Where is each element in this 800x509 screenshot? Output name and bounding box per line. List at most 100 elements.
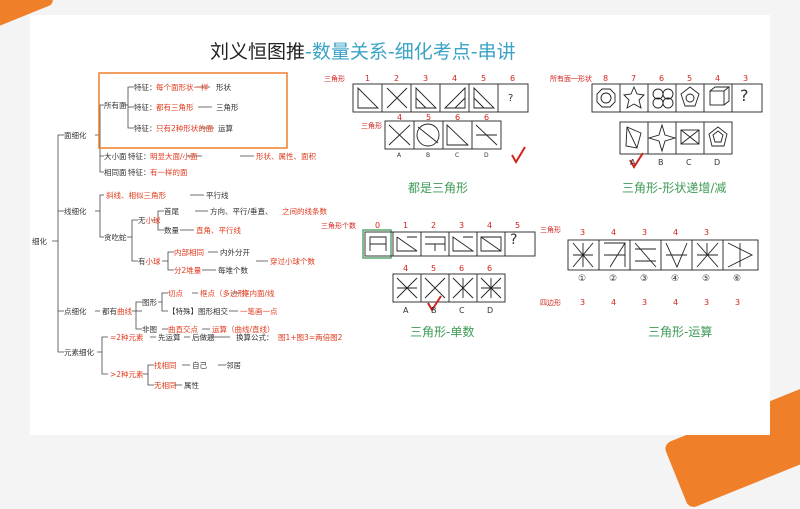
feature-value: 只有2种形状的面 xyxy=(156,124,214,133)
feature-label: 特征： xyxy=(128,168,151,177)
option-label: A xyxy=(630,158,636,167)
two-then: 后做题 xyxy=(192,333,215,342)
no-ball-label: 无小球 xyxy=(138,216,161,225)
figure-number: 4 xyxy=(452,74,458,83)
figure-number: 3 xyxy=(642,298,648,307)
find-same-neighbor: 邻居 xyxy=(226,361,241,370)
split-result: 每堆个数 xyxy=(218,266,248,275)
node-point: 点细化 xyxy=(64,307,87,316)
puzzle-row-label-bottom: 四边形 xyxy=(540,299,561,307)
figure-number: 4 xyxy=(611,228,617,237)
puzzle-3-figures xyxy=(362,229,536,312)
no-ball-pre: 无 xyxy=(138,216,146,225)
formula-pre: 换算公式： xyxy=(236,333,274,342)
shape-label: 图形 xyxy=(142,298,157,307)
figure-number: 4 xyxy=(397,113,403,122)
split-label: 分2堆量 xyxy=(174,266,202,275)
question-mark: ? xyxy=(508,93,514,104)
option-label: ⑥ xyxy=(733,274,742,284)
figure-number: 4 xyxy=(403,264,409,273)
figure-number: 6 xyxy=(455,113,461,122)
page-title: 刘义恒图推-数量关系-细化考点-串讲 xyxy=(210,37,516,64)
option-label: ④ xyxy=(671,274,680,284)
figure-number: 1 xyxy=(403,221,409,230)
figure-number: 5 xyxy=(431,264,437,273)
option-label: B xyxy=(431,306,437,315)
figure-number: 5 xyxy=(515,221,521,230)
no-same-result: 属性 xyxy=(184,381,199,390)
figure-number: 4 xyxy=(611,298,617,307)
option-label: A xyxy=(397,152,402,159)
tangent-mid: 框点（多边形） xyxy=(200,289,253,298)
node-snake: 贪吃蛇 xyxy=(104,233,127,242)
option-label: D xyxy=(487,306,494,315)
figure-number: 6 xyxy=(459,264,465,273)
special-result: 一笔画一点 xyxy=(240,307,278,316)
feature-value: 明显大面/小面 xyxy=(150,152,198,161)
figure-number: 3 xyxy=(580,298,586,307)
title-main: 刘义恒图推 xyxy=(210,41,306,63)
count-result: 直角、平行线 xyxy=(196,226,241,235)
option-label: C xyxy=(686,158,692,167)
node-same-face: 相同面 xyxy=(104,168,127,177)
figure-number: 3 xyxy=(642,228,648,237)
option-label: C xyxy=(459,306,465,315)
question-mark: ? xyxy=(510,232,518,248)
figure-number: 5 xyxy=(481,74,487,83)
feature-result: 形状 xyxy=(216,83,231,92)
node-face: 面细化 xyxy=(64,131,87,140)
feature-value: 每个面形状一样 xyxy=(156,83,209,92)
figure-number: 4 xyxy=(487,221,493,230)
puzzle-caption: 三角形-运算 xyxy=(648,325,713,339)
figure-number: 5 xyxy=(426,113,432,122)
feature-result: 形状、属性、面积 xyxy=(256,152,316,161)
puzzle-sub-label: 三角形 xyxy=(361,122,382,130)
puzzle-1-figures xyxy=(352,83,529,164)
puzzle-row-label: 三角形 xyxy=(324,75,345,83)
figure-number: 3 xyxy=(704,298,710,307)
has-ball-pre: 有 xyxy=(138,257,146,266)
line-result: 平行线 xyxy=(206,191,229,200)
feature-result: 运算 xyxy=(218,124,233,133)
two-first: 先运算 xyxy=(158,333,181,342)
option-label: A xyxy=(403,306,409,315)
nonshape-result: 运算（曲线/直线） xyxy=(212,325,275,334)
figure-number: 6 xyxy=(484,113,490,122)
figure-number: 4 xyxy=(715,74,721,83)
feature-value: 都有三角形 xyxy=(156,103,194,112)
puzzle-row-label: 所有面一形状 xyxy=(550,75,592,83)
feature-label: 特征： xyxy=(128,152,151,161)
feature-label: 特征： xyxy=(134,83,157,92)
figure-number: 4 xyxy=(673,228,679,237)
puzzle-caption: 都是三角形 xyxy=(408,181,469,195)
figure-number: 7 xyxy=(631,74,637,83)
nonshape-mid: 曲直交点 xyxy=(168,325,198,334)
option-label: ③ xyxy=(640,274,649,284)
feature-result: 三角形 xyxy=(216,103,239,112)
has-ball-label: 有小球 xyxy=(138,257,161,266)
feature-label: 特征： xyxy=(134,103,157,112)
title-sub: -数量关系-细化考点-串讲 xyxy=(305,41,516,63)
figure-number: 6 xyxy=(659,74,665,83)
option-label: B xyxy=(426,152,431,159)
option-label: D xyxy=(484,152,489,159)
figure-number: 3 xyxy=(704,228,710,237)
mindmap-lines xyxy=(52,72,288,386)
option-label: D xyxy=(714,158,721,167)
no-same: 无相同 xyxy=(154,381,177,390)
puzzle-row-label: 三角形 xyxy=(540,226,561,234)
figure-number: 3 xyxy=(743,74,749,83)
curve-pre: 都有 xyxy=(102,307,117,316)
inner-note: 穿过小球个数 xyxy=(270,257,315,266)
mindmap-arrows xyxy=(210,336,230,366)
option-label: C xyxy=(455,152,460,159)
figure-number: 1 xyxy=(365,74,371,83)
option-label: ① xyxy=(578,274,587,284)
find-same: 找相同 xyxy=(154,361,177,370)
figure-number: 3 xyxy=(423,74,429,83)
puzzle-2-figures xyxy=(591,83,763,169)
inner-result: 内外分开 xyxy=(220,248,250,257)
head-result: 方向、平行/垂直、 xyxy=(210,207,273,216)
puzzle-caption: 三角形-单数 xyxy=(410,325,475,339)
figure-number: 0 xyxy=(375,221,381,230)
